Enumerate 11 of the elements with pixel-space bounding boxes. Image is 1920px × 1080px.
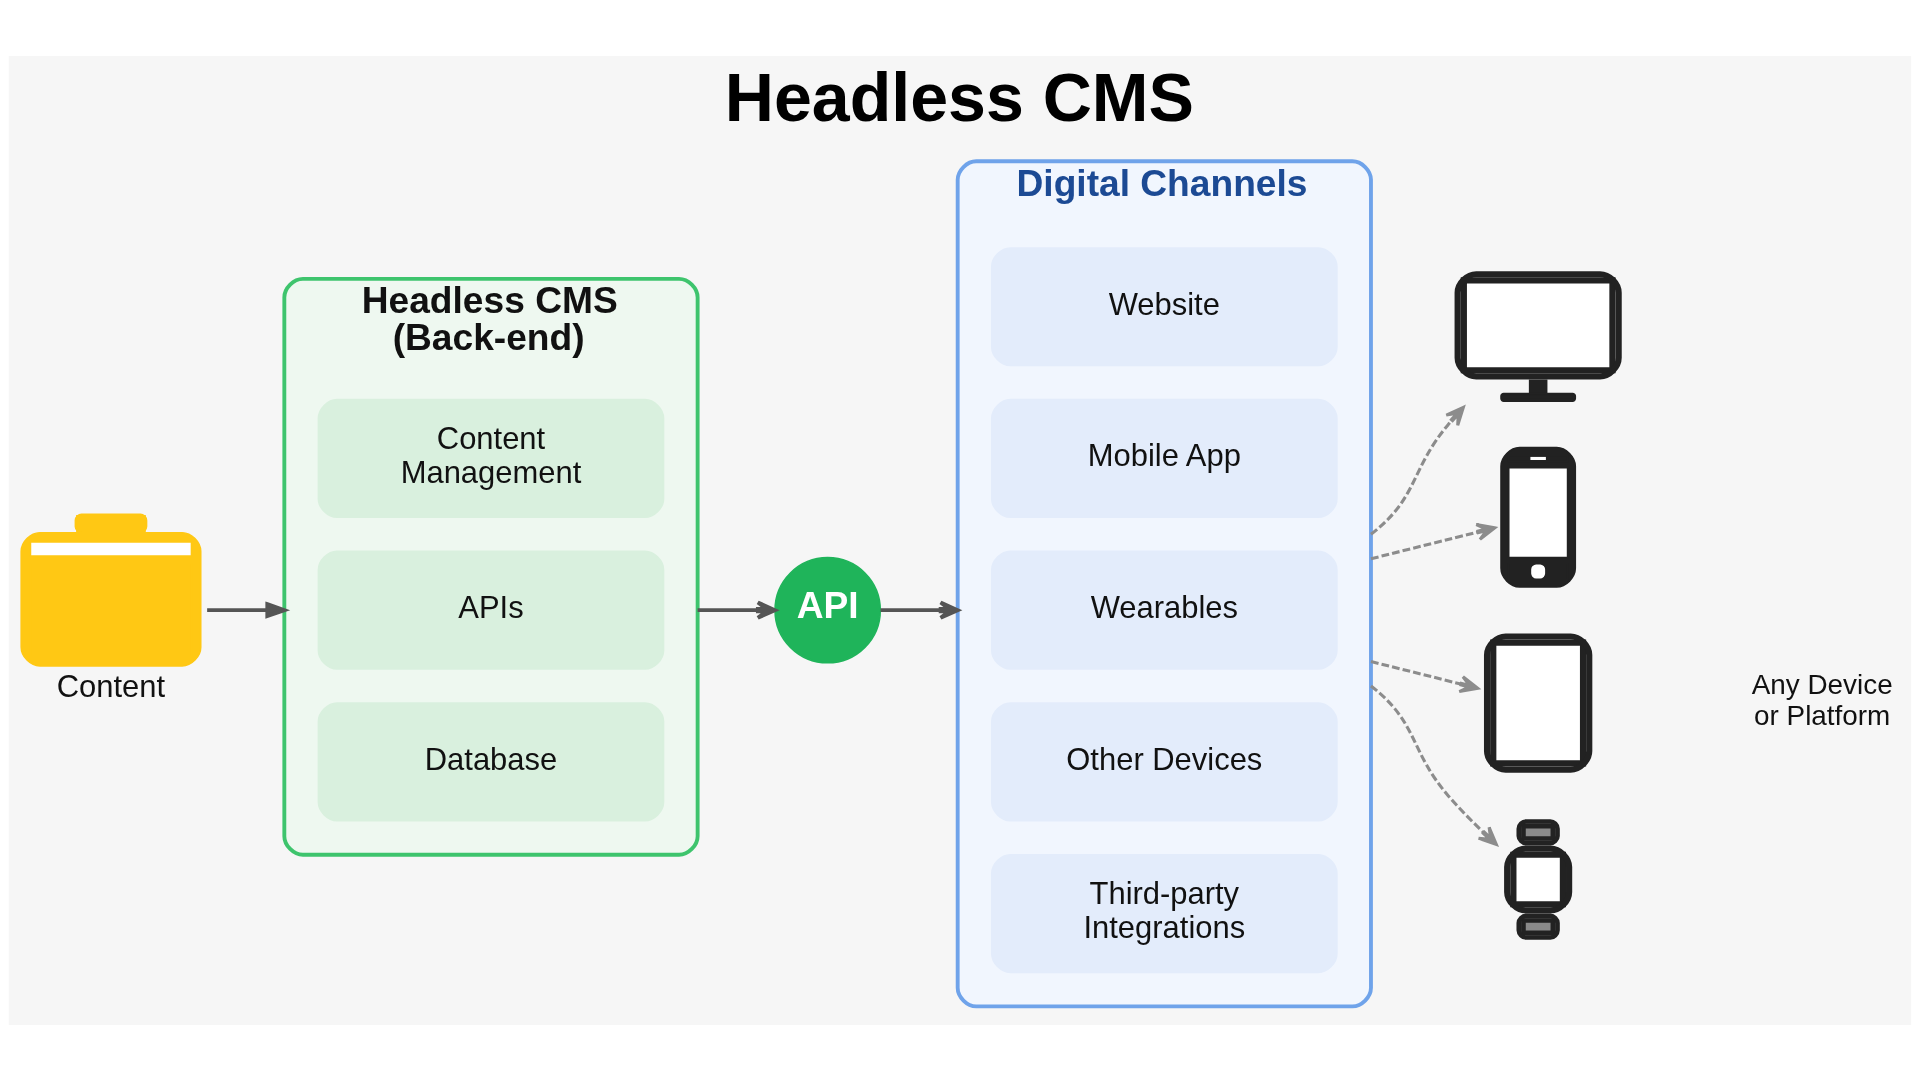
arrow bbox=[207, 600, 291, 619]
node-label: Content bbox=[56, 668, 166, 704]
label: Any Device or Platform bbox=[1751, 668, 1893, 731]
arrow bbox=[1369, 405, 1465, 535]
arrow bbox=[1370, 522, 1497, 560]
arrow bbox=[1369, 684, 1498, 846]
arrow bbox=[1370, 659, 1480, 693]
node-circle: API bbox=[774, 556, 882, 664]
diagram-title: Headless CMS bbox=[724, 58, 1194, 135]
arrow bbox=[697, 600, 777, 620]
arrow bbox=[880, 600, 960, 620]
